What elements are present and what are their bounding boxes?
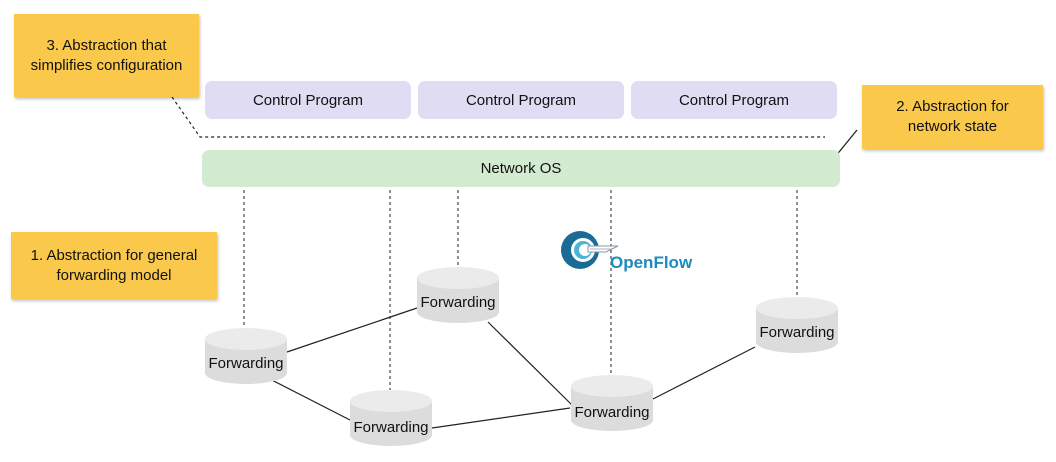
note-forwarding-abstraction: 1. Abstraction for general forwarding mo… [11, 232, 217, 299]
switch-label-2: Forwarding [420, 294, 496, 311]
switch-cylinder-4 [571, 375, 653, 431]
switch-label-4: Forwarding [574, 404, 650, 421]
switch-label-1: Forwarding [208, 355, 284, 372]
switch-label-3: Forwarding [353, 419, 429, 436]
openflow-wordmark: OpenFlow [610, 253, 693, 272]
switch-cylinder-2 [417, 267, 499, 323]
note-config-abstraction: 3. Abstraction that simplifies configura… [14, 14, 199, 97]
switch-label-5: Forwarding [759, 324, 835, 341]
link-s1-s3 [261, 374, 351, 421]
link-s4-s5 [652, 346, 756, 400]
control-program-box-3: Control Program [631, 81, 837, 119]
link-s3-s4 [431, 407, 571, 429]
config-dashed-connector [171, 96, 825, 138]
openflow-logo-icon [561, 231, 619, 269]
switch-cylinder-1 [205, 328, 287, 384]
link-s2-s4 [487, 321, 574, 407]
network-os-box: Network OS [202, 150, 840, 187]
link-s1-s2 [286, 307, 418, 353]
control-program-box-2: Control Program [418, 81, 624, 119]
switch-cylinder-3 [350, 390, 432, 446]
control-program-box-1: Control Program [205, 81, 411, 119]
note-state-abstraction: 2. Abstraction for network state [862, 85, 1043, 149]
switch-cylinder-5 [756, 297, 838, 353]
